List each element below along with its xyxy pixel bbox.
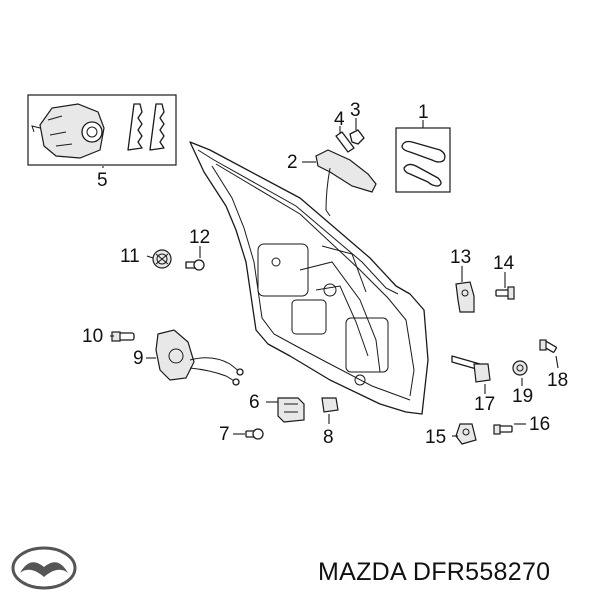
callout-19: 19: [512, 386, 533, 407]
part-15-hinge: [455, 423, 477, 445]
part-11-grommet: [152, 249, 172, 269]
part-10-bolt: [111, 331, 135, 342]
part-9-latch: [155, 329, 244, 386]
callout-18: 18: [547, 370, 568, 391]
part-8-clip: [321, 397, 339, 413]
callout-3: 3: [350, 100, 361, 121]
part-19-nut: [512, 360, 528, 376]
callout-17: 17: [474, 394, 495, 415]
part-3-clip: [349, 129, 365, 145]
part-12-screw: [185, 259, 205, 271]
part-2-handle: [315, 149, 377, 217]
door-panel: [189, 141, 429, 415]
callout-7: 7: [219, 424, 230, 445]
part-16-bolt: [493, 424, 513, 435]
callout-16: 16: [529, 414, 550, 435]
callout-13: 13: [450, 247, 471, 268]
part-14-bolt: [495, 286, 515, 300]
part-caption: MAZDA DFR558270: [318, 558, 550, 587]
callout-9: 9: [133, 348, 144, 369]
part-13-hinge: [455, 281, 475, 313]
mazda-logo-icon: [11, 546, 77, 590]
callout-15: 15: [425, 427, 446, 448]
callout-8: 8: [323, 427, 334, 448]
part-number: DFR558270: [412, 558, 551, 586]
brand-name: MAZDA: [318, 558, 406, 586]
callout-5: 5: [97, 170, 108, 191]
callout-10: 10: [82, 326, 103, 347]
part-7-screw: [245, 428, 264, 440]
part-6-bracket: [277, 397, 305, 423]
callout-1: 1: [418, 102, 429, 123]
callout-2: 2: [287, 152, 298, 173]
callout-11: 11: [120, 246, 140, 267]
callout-14: 14: [493, 253, 515, 274]
part-1-group: [395, 127, 451, 193]
part-18-bolt: [539, 339, 557, 353]
callout-4: 4: [334, 109, 345, 130]
callout-12: 12: [189, 227, 210, 248]
callout-6: 6: [249, 392, 260, 413]
part-17-check-link: [451, 355, 491, 383]
part-5-group: [27, 94, 177, 166]
